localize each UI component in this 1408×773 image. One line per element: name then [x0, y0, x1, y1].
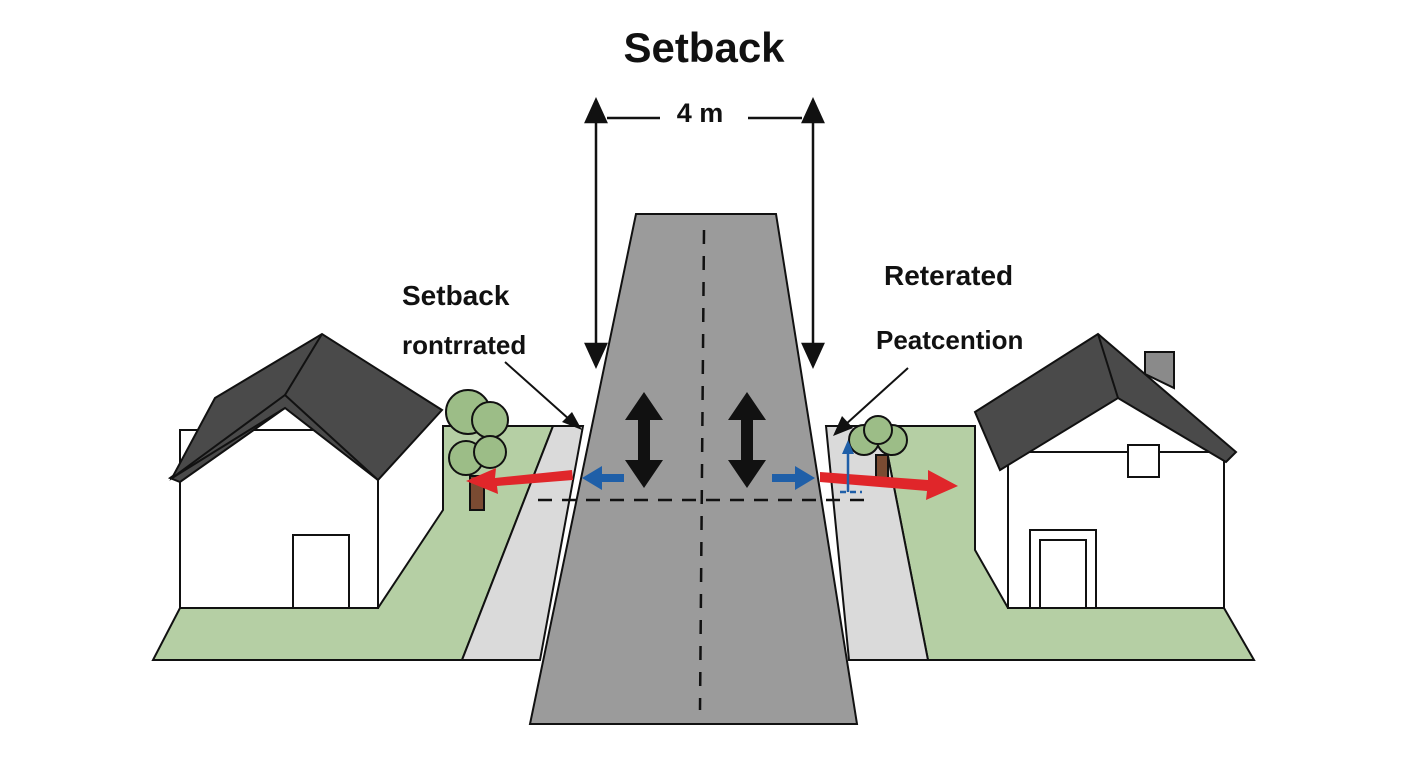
- right-double-arrow: [728, 392, 766, 488]
- left-red-arrow: [466, 468, 573, 494]
- right-label-line2: Peatcention: [876, 325, 1024, 355]
- left-double-arrow: [625, 392, 663, 488]
- road-centerline: [698, 229, 706, 711]
- road: [528, 213, 859, 725]
- left-tree: [445, 389, 509, 511]
- right-label-line1: Reterated: [884, 260, 1014, 291]
- left-leader-line: [504, 361, 571, 421]
- diagram-title: Setback: [623, 24, 785, 71]
- left-leader-tip: [562, 412, 582, 430]
- right-tree: [848, 415, 908, 481]
- dimension-label: 4 m: [676, 98, 724, 128]
- left-blue-arrow: [582, 466, 624, 490]
- right-house: [973, 332, 1238, 609]
- dimension-arrows: [584, 96, 825, 370]
- right-red-arrow: [820, 470, 958, 500]
- left-sidewalk: [460, 425, 585, 661]
- left-label-line2: rontrrated: [402, 330, 527, 360]
- right-blue-arrow: [772, 466, 815, 490]
- right-blue-marker: [840, 440, 862, 494]
- left-label-line1: Setback: [402, 280, 510, 311]
- right-leader-line: [844, 367, 909, 426]
- right-leader-tip: [833, 416, 853, 436]
- left-house: [167, 332, 444, 609]
